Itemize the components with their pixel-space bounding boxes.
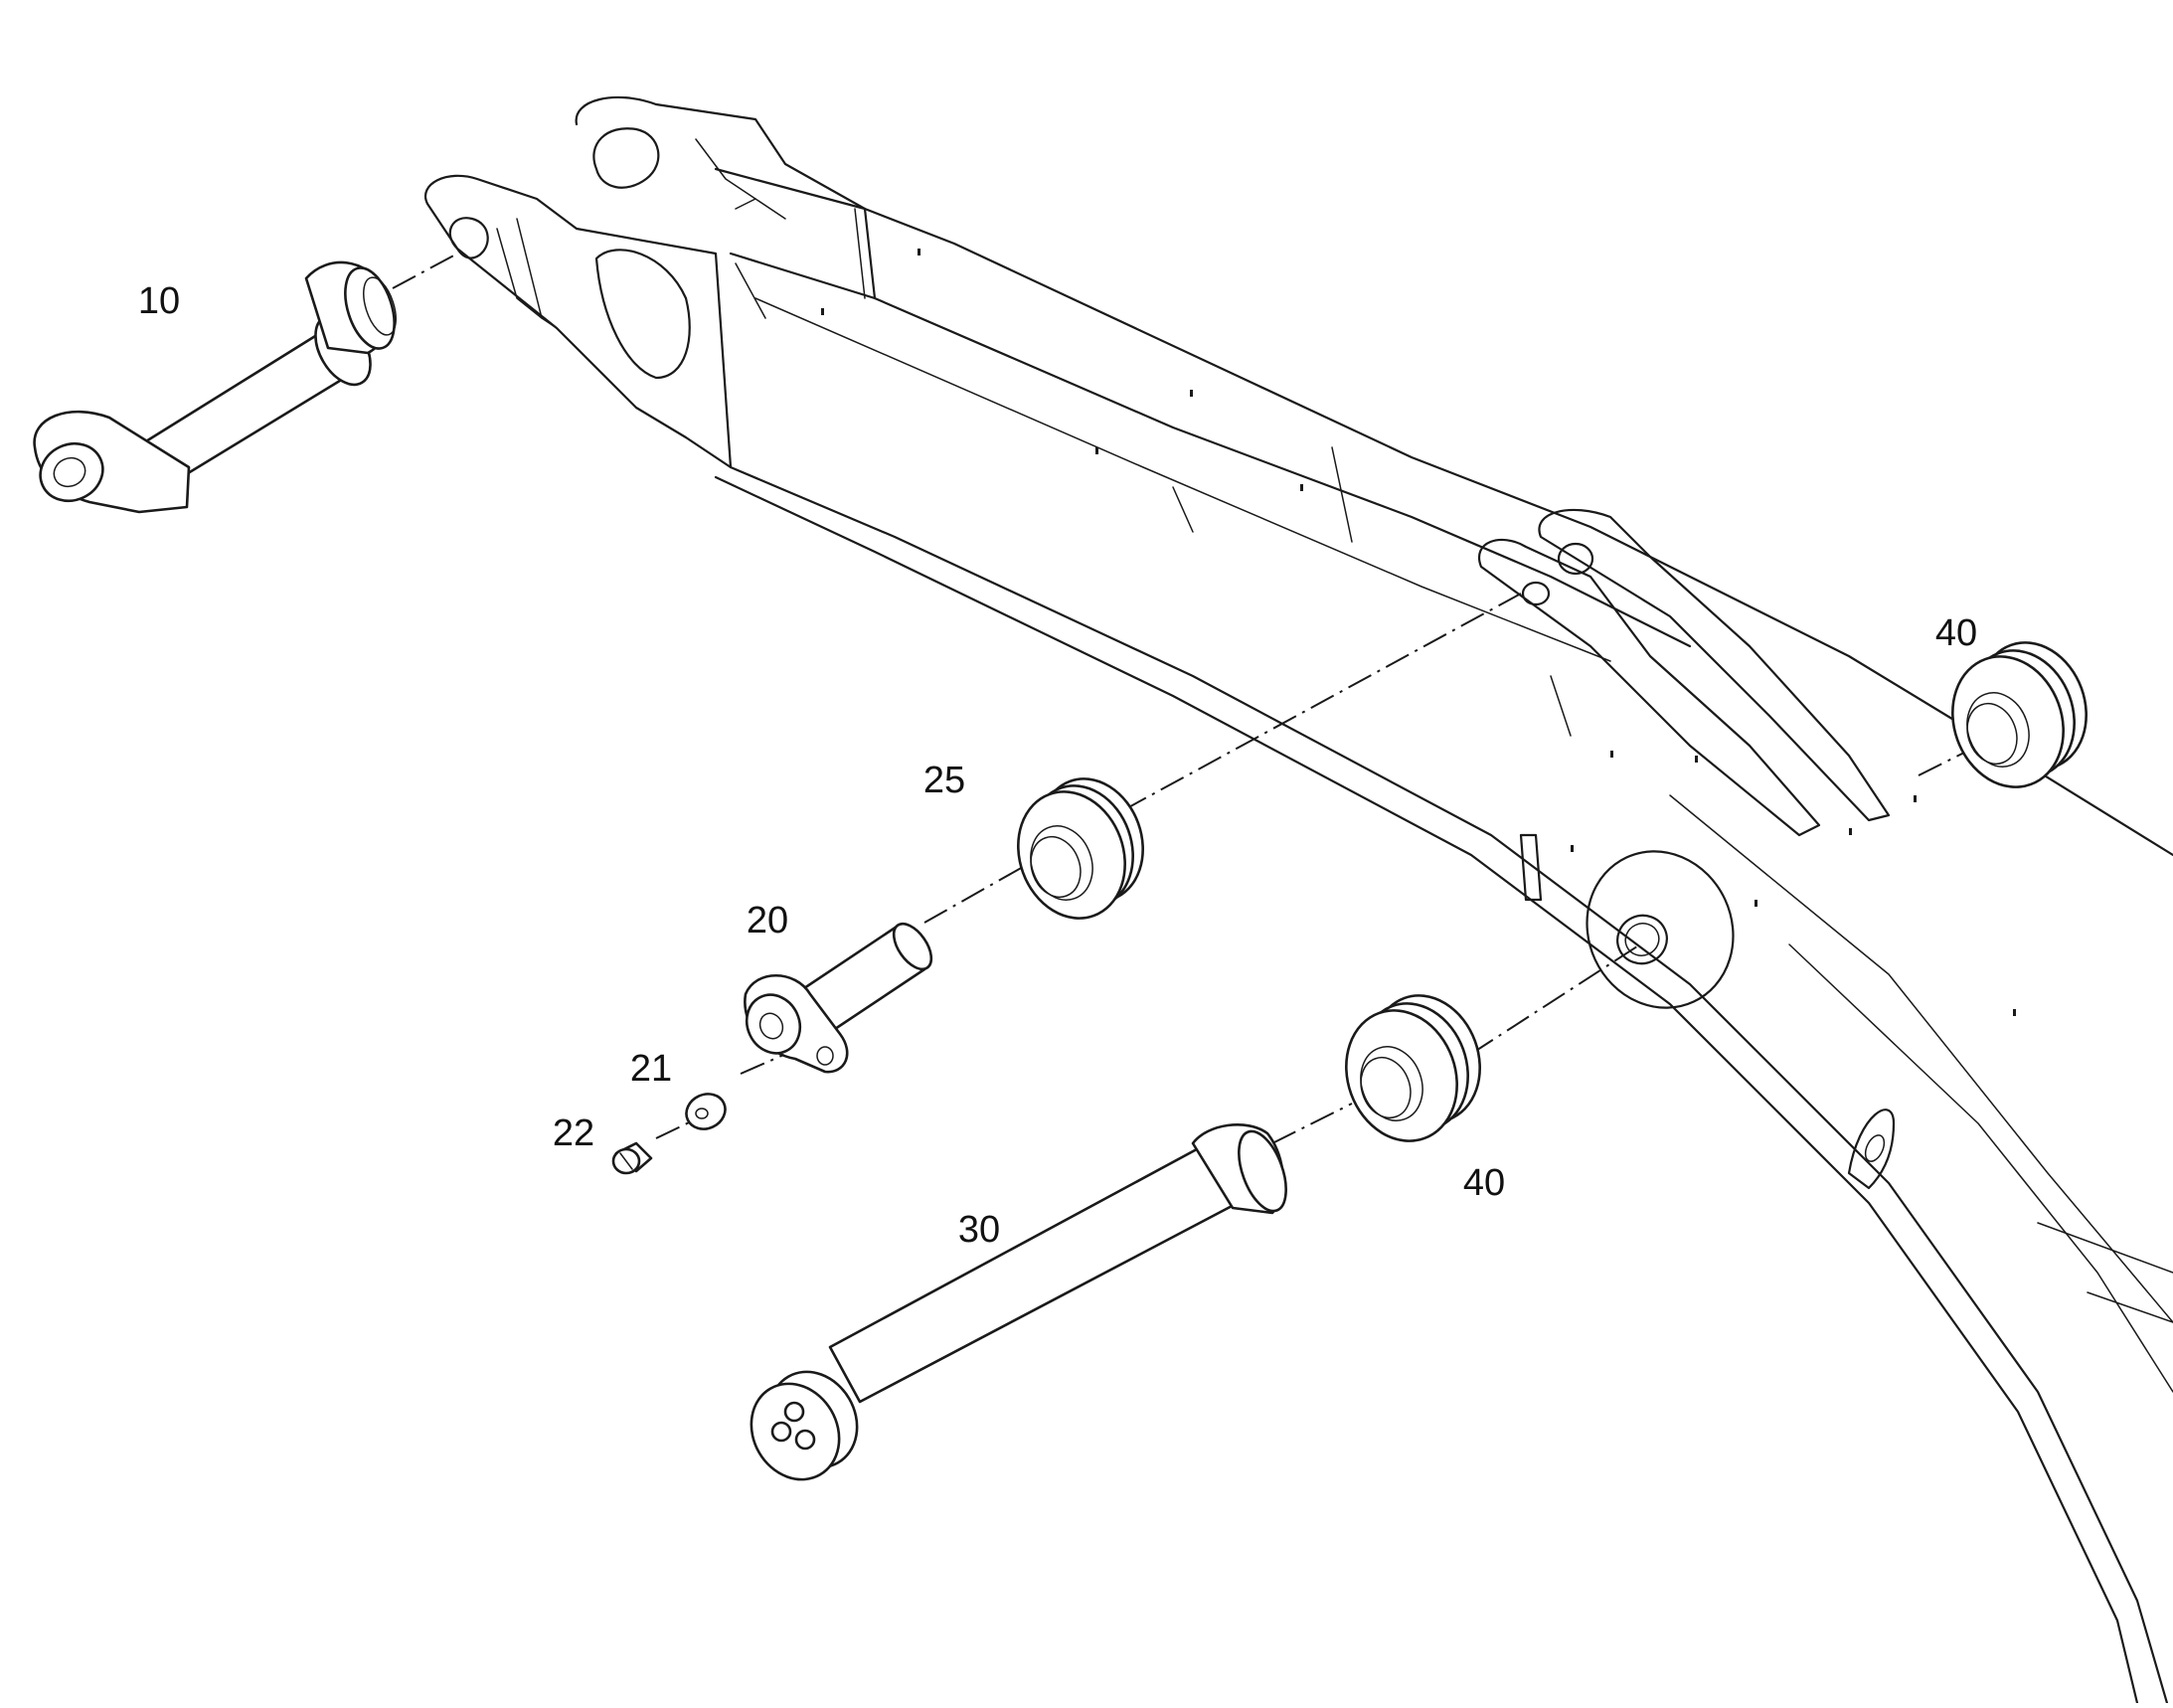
pivot-boss-plate (1586, 850, 1735, 1009)
pin-10 (33, 260, 397, 514)
callout-40-lower: 40 (1462, 1162, 1506, 1204)
callout-30: 30 (957, 1209, 1001, 1251)
callout-10: 10 (137, 280, 181, 322)
bolt-22 (611, 1141, 653, 1175)
center-lines (392, 252, 1989, 1144)
bushing-25 (1017, 777, 1144, 920)
callout-22: 22 (552, 1112, 595, 1154)
callout-20: 20 (746, 900, 789, 941)
boom-frame (424, 95, 2173, 1705)
callout-21: 21 (629, 1048, 673, 1090)
cylinder-mount-bracket (1478, 508, 1891, 902)
pin-20 (744, 922, 933, 1074)
callout-40-upper: 40 (1934, 612, 1978, 654)
bushing-40-upper (1951, 641, 2088, 788)
bushing-40-lower (1345, 994, 1481, 1142)
lifting-eye (1847, 1109, 1896, 1190)
washer-21 (685, 1093, 727, 1130)
callout-25: 25 (922, 760, 966, 801)
pin-30 (750, 1122, 1287, 1481)
